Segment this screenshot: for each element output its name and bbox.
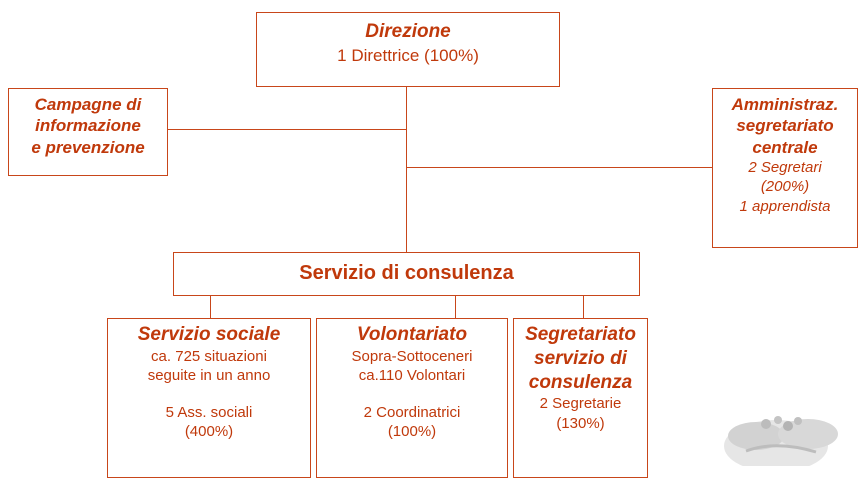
amministraz-detail-1: 2 Segretari xyxy=(748,158,822,176)
amministraz-title-3: centrale xyxy=(752,137,818,157)
connector-consulenza-down-right xyxy=(583,296,584,318)
servizio-consulenza-box: Servizio di consulenza xyxy=(173,252,640,296)
servizio-sociale-line-1: ca. 725 situazioni xyxy=(151,347,267,365)
connector-consulenza-down-left xyxy=(210,296,211,318)
direzione-staff: 1 Direttrice (100%) xyxy=(337,45,479,65)
segretariato-box: Segretariato servizio di consulenza 2 Se… xyxy=(513,318,648,478)
campagne-line-3: e prevenzione xyxy=(31,137,145,157)
campagne-line-2: informazione xyxy=(35,116,141,136)
servizio-sociale-line-2: seguite in un anno xyxy=(147,367,271,385)
segretariato-staff-1: 2 Segretarie xyxy=(539,395,622,413)
servizio-sociale-staff-2: (400%) xyxy=(184,423,234,441)
servizio-sociale-box: Servizio sociale ca. 725 situazioni segu… xyxy=(107,318,311,478)
hands-photo-graphic xyxy=(716,406,861,466)
campagne-box: Campagne di informazione e prevenzione xyxy=(8,88,168,176)
connector-amministraz xyxy=(406,167,712,168)
servizio-sociale-staff-1: 5 Ass. sociali xyxy=(165,403,253,421)
hands-holding-photo xyxy=(716,406,861,466)
amministraz-detail-2: (200%) xyxy=(760,178,810,196)
volontariato-staff-2: (100%) xyxy=(387,423,437,441)
servizio-sociale-title: Servizio sociale xyxy=(137,324,281,345)
volontariato-line-1: Sopra-Sottoceneri xyxy=(351,347,473,365)
servizio-consulenza-title: Servizio di consulenza xyxy=(299,262,514,284)
direzione-title: Direzione xyxy=(365,21,451,42)
volontariato-line-2: ca.110 Volontari xyxy=(358,367,466,385)
direzione-box: Direzione 1 Direttrice (100%) xyxy=(256,12,560,87)
volontariato-title: Volontariato xyxy=(356,324,468,345)
volontariato-staff-1: 2 Coordinatrici xyxy=(363,403,461,421)
segretariato-title-2: servizio di xyxy=(534,347,627,369)
amministraz-title-1: Amministraz. xyxy=(731,95,839,114)
amministraz-detail-3: 1 apprendista xyxy=(739,197,831,215)
segretariato-title-1: Segretariato xyxy=(525,324,636,345)
amministraz-title-2: segretariato xyxy=(736,116,834,136)
amministraz-box: Amministraz. segretariato centrale 2 Seg… xyxy=(712,88,858,248)
segretariato-staff-2: (130%) xyxy=(556,414,605,432)
campagne-line-1: Campagne di xyxy=(34,95,142,114)
connector-consulenza-down-center xyxy=(455,296,456,318)
connector-campagne xyxy=(168,129,406,130)
connector-direzione-trunk xyxy=(406,87,407,252)
volontariato-box: Volontariato Sopra-Sottoceneri ca.110 Vo… xyxy=(316,318,508,478)
segretariato-title-3: consulenza xyxy=(528,371,633,393)
